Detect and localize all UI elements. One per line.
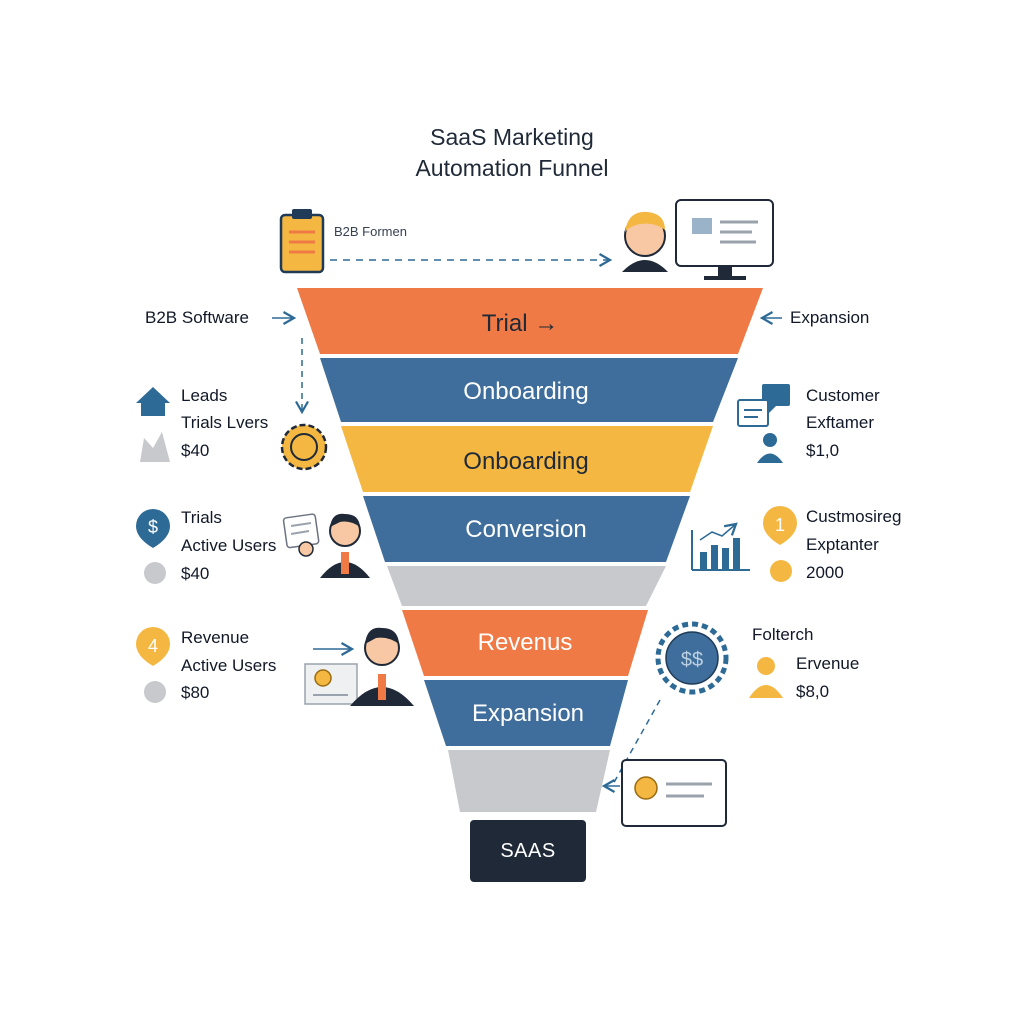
stage-label-6: Revenus [478,629,573,656]
right-entry-label: Expansion [790,308,870,327]
funnel-stage-2 [320,358,738,422]
stage-label-2: Onboarding [463,378,588,405]
funnel-base-saas: SAAS [470,820,586,882]
top-note: B2B Formen [334,224,407,239]
funnel-stage-8 [448,750,610,812]
gear-icon [280,423,328,471]
right-g1-line1: Customer [806,386,880,405]
house-icon [136,387,170,416]
right-g1-line3: $1,0 [806,441,840,460]
dollar-gear-text: $$ [681,649,703,671]
badge-number-icon: 1 [763,506,797,545]
funnel-stage-3 [341,426,713,492]
stage-label-7: Expansion [472,700,584,727]
left-g3-line1: Revenue [181,628,250,647]
document-card-icon [621,759,727,827]
right-g2-line2: Exptanter [806,535,879,554]
dollar-badge-icon: $ [136,509,170,548]
businessman-icon [350,627,414,706]
right-badge-2-text: 1 [775,515,785,535]
left-g2-line1: Trials [181,508,222,527]
user-icon [749,657,783,698]
right-g3-line3: $8,0 [796,682,830,701]
right-dashed-connector [611,699,661,787]
left-dot-2 [144,562,166,584]
left-g3-line3: $80 [181,683,210,702]
left-badge-2-text: $ [148,517,158,537]
title-line-2: Automation Funnel [415,155,609,181]
stage-label-1: Trial → [482,310,558,337]
left-g3-line2: Active Users [181,656,277,675]
speech-bubbles-icon [737,384,790,427]
right-g3-line2: Ervenue [796,654,860,673]
funnel-stage-6 [402,610,648,676]
left-g1-line1: Leads [181,386,228,405]
left-g2-line3: $40 [181,564,210,583]
stage-label-3: Onboarding [463,448,588,475]
left-g1-line3: $40 [181,441,210,460]
funnel-stage-7 [424,680,628,746]
right-g2-line1: Custmosireg [806,507,902,526]
clipboard-icon [279,209,325,274]
right-dot-2 [770,560,792,582]
crown-icon [140,432,170,462]
right-g2-line3: 2000 [806,563,844,582]
user-icon [757,433,783,463]
diagram-title: SaaS Marketing Automation Funnel [312,122,712,184]
right-g1-line2: Exftamer [806,413,875,432]
stage-label-4: Conversion [465,516,586,543]
title-line-1: SaaS Marketing [430,124,594,150]
bar-chart-icon [691,522,750,571]
funnel-stage-1 [297,288,763,354]
left-g1-line2: Trials Lvers [181,413,269,432]
badge-number-icon: 4 [136,627,170,666]
funnel-stage-4 [363,496,690,562]
businessman-icon [282,513,370,578]
document-card-icon [304,663,358,705]
right-g3-line1: Folterch [752,625,814,644]
person-avatar-icon [622,211,668,272]
left-badge-3-text: 4 [148,636,158,656]
left-entry-label: B2B Software [145,308,249,327]
dollar-gear-icon: $$ [655,621,729,695]
monitor-icon [675,199,774,280]
funnel-layers [297,288,763,812]
left-g2-line2: Active Users [181,536,277,555]
funnel-stage-5 [387,566,666,606]
left-dot-3 [144,681,166,703]
